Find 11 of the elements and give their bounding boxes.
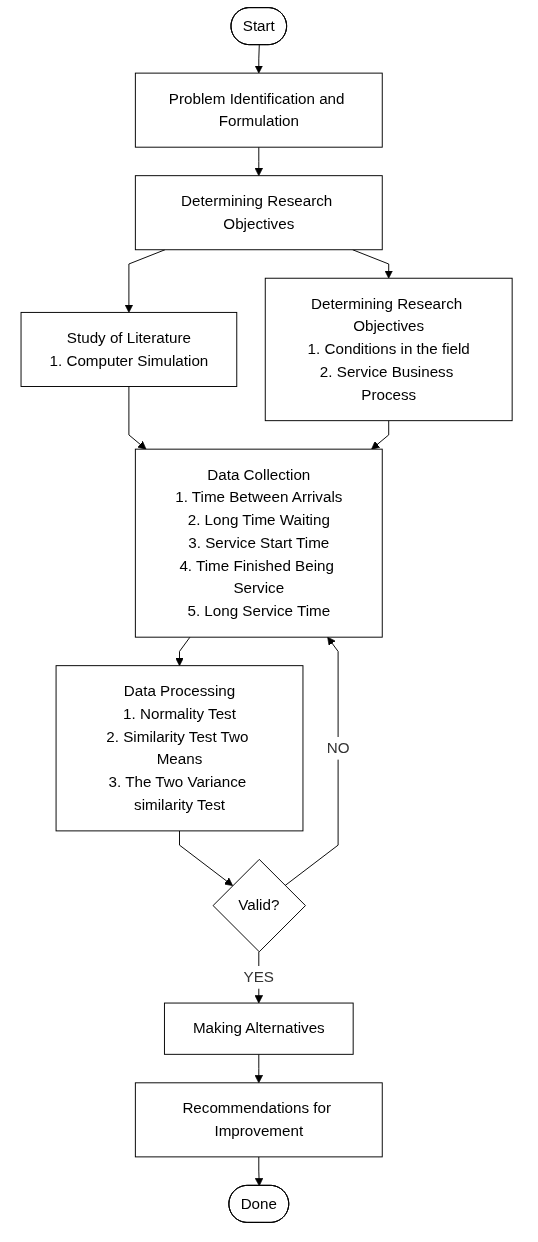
node-box: Determining Research Objectives 1. Conditions in the field 2. Service Business Process <box>264 277 513 422</box>
node-box: Problem Identification and Formulation <box>134 72 383 148</box>
node-box: Determining Research Objectives <box>134 175 383 251</box>
node-box: Study of Literature 1. Computer Simulation <box>20 311 238 387</box>
node-box: Recommendations for Improvement <box>134 1082 383 1158</box>
edge-label: NO <box>326 739 350 756</box>
edge-label: YES <box>243 968 275 986</box>
node-box: Data Collection 1. Time Between Arrivals 2. Long Time Waiting 3. Service Start Time 4. Time Finished Being Service 5. Long Service Time <box>134 448 383 638</box>
node-diamond: Valid? <box>212 858 306 953</box>
node-box: Data Processing 1. Normality Test 2. Similarity Test Two Means 3. The Two Variance similarity Test <box>55 665 304 832</box>
node-box: Making Alternatives <box>163 1002 354 1055</box>
